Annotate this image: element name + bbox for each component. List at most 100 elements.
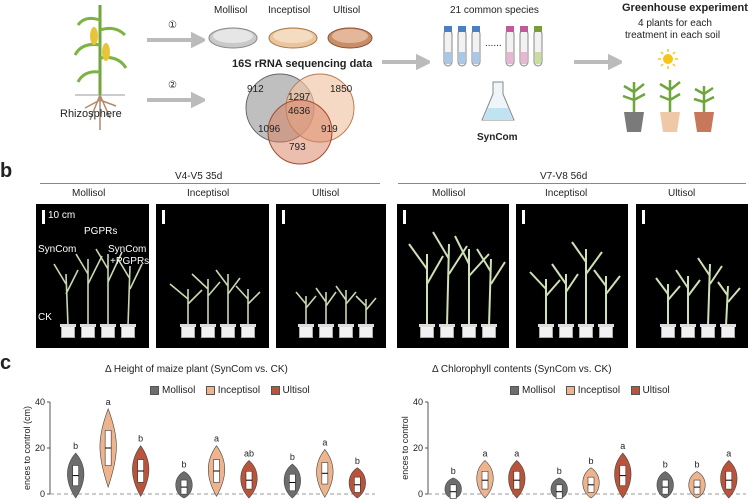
step-1-label: ①: [168, 20, 177, 31]
label-syncom-pgprs-2: +PGPRs: [110, 256, 149, 267]
scale-bar-icon: [403, 210, 406, 224]
pot: [200, 324, 216, 338]
legend-item-inceptisol: Inceptisol: [565, 385, 621, 396]
plants-drawing: [295, 285, 377, 326]
venn-value-3: 1850: [330, 84, 353, 95]
soil-label-mollisol: Mollisol: [214, 5, 248, 16]
panel-a: Rhizosphere ① ② Mollisol Inceptisol Ulti…: [0, 0, 750, 165]
pot: [318, 324, 334, 338]
significance-letter: b: [694, 459, 699, 469]
legend-label: Mollisol: [522, 385, 556, 396]
legend-swatch: [510, 385, 519, 395]
rhizosphere-label: Rhizosphere: [60, 108, 122, 120]
scale-bar-icon: [282, 210, 285, 224]
significance-letter: b: [290, 452, 295, 462]
y-tick-label: 40: [35, 397, 45, 407]
label-pgprs: PGPRs: [84, 226, 118, 237]
pot: [439, 324, 455, 338]
stage-label-2: V7-V8 56d: [540, 171, 588, 182]
plant-photo-ultisol-35d: [276, 204, 386, 348]
pot: [481, 324, 497, 338]
scale-bar-icon: [42, 210, 45, 224]
pot: [120, 324, 136, 338]
legend-item-ultisol: Ultisol: [630, 385, 670, 396]
pot: [538, 324, 554, 338]
stage-bracket-2: [398, 183, 746, 184]
legend-item-inceptisol: Inceptisol: [205, 385, 260, 396]
y-tick-label: 0: [418, 489, 423, 499]
venn-value-5: 1096: [258, 124, 281, 135]
venn-value-6: 919: [321, 124, 338, 135]
pot: [720, 324, 736, 338]
plants-drawing: [53, 248, 143, 327]
significance-letter: a: [106, 397, 111, 407]
significance-letter: b: [355, 456, 360, 466]
label-syncom: SynCom: [38, 244, 77, 255]
y-tick-label: 40: [413, 397, 423, 407]
significance-letter: b: [138, 434, 143, 444]
scale-bar-icon: [642, 210, 645, 224]
pot: [700, 324, 716, 338]
y-tick-label: 20: [413, 443, 423, 453]
pot: [338, 324, 354, 338]
label-ck: CK: [38, 312, 52, 323]
panel-b-letter: b: [0, 160, 13, 182]
significance-letter: b: [557, 466, 562, 476]
tubes-illustration: [443, 26, 543, 67]
legend-item-mollisol: Mollisol: [150, 385, 195, 396]
venn-value-4: 4636: [288, 106, 311, 117]
pot: [358, 324, 374, 338]
photo-soil-label-4: Mollisol: [432, 188, 466, 199]
pot: [578, 324, 594, 338]
pot: [598, 324, 614, 338]
plants-drawing: [408, 231, 506, 327]
legend-label: Ultisol: [642, 385, 670, 396]
step-2-label: ②: [168, 80, 177, 91]
legend-label: Ultisol: [282, 385, 310, 396]
syncom-label: SynCom: [477, 132, 518, 143]
legend-1: Mollisol Inceptisol Ultisol: [150, 380, 316, 398]
pot: [660, 324, 676, 338]
significance-letter: a: [620, 441, 625, 451]
y-tick-label: 0: [40, 489, 45, 499]
flask-icon: [481, 81, 515, 121]
pot: [298, 324, 314, 338]
soil-label-ultisol: Ultisol: [333, 5, 361, 16]
legend-swatch: [270, 385, 280, 395]
venn-value-7: 793: [289, 142, 306, 153]
pot: [80, 324, 96, 338]
significance-letter: b: [588, 456, 593, 466]
legend-label: Inceptisol: [577, 385, 621, 396]
chart-1-title: Δ Height of maize plant (SynCom vs. CK): [105, 364, 288, 375]
arrow-3-icon: [382, 54, 430, 70]
photo-soil-label-1: Mollisol: [72, 188, 106, 199]
soil-label-inceptisol: Inceptisol: [268, 5, 311, 16]
arrow-4-icon: [574, 54, 622, 70]
panel-c-letter: c: [0, 352, 12, 374]
maize-plant-illustration: [73, 5, 128, 130]
plants-drawing: [169, 269, 261, 326]
legend-label: Mollisol: [162, 385, 196, 396]
significance-letter: a: [482, 448, 487, 458]
pot: [680, 324, 696, 338]
photo-soil-label-3: Ultisol: [312, 188, 340, 199]
legend-swatch: [630, 385, 640, 395]
arrow-1-icon: [147, 32, 205, 48]
legend-item-mollisol: Mollisol: [510, 385, 555, 396]
pot: [419, 324, 435, 338]
significance-letter: b: [451, 466, 456, 476]
seq-title: 16S rRNA sequencing data: [232, 58, 373, 70]
legend-swatch: [205, 385, 215, 395]
scale-bar-icon: [522, 210, 525, 224]
photo-soil-label-5: Inceptisol: [545, 188, 588, 199]
pot: [558, 324, 574, 338]
plant-photo-inceptisol-56d: [516, 204, 628, 348]
greenhouse-sub2: treatment in each soil: [625, 30, 721, 41]
photo-soil-label-2: Inceptisol: [187, 188, 230, 199]
significance-letter: a: [214, 434, 219, 444]
legend-swatch: [565, 385, 575, 395]
significance-letter: b: [73, 441, 78, 451]
y-axis-label: ences to control (cm): [22, 406, 32, 490]
pot: [180, 324, 196, 338]
